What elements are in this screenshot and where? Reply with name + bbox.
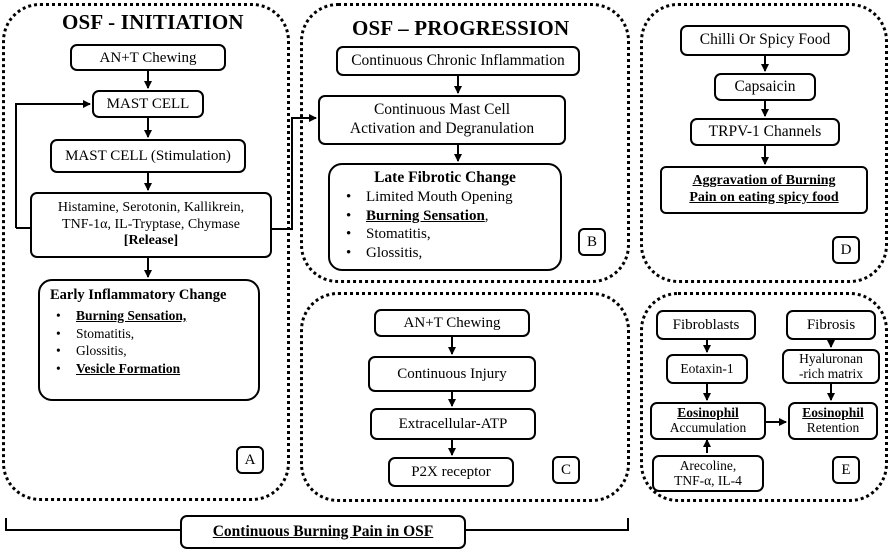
early-item-3: Glossitis, — [76, 343, 127, 359]
fibroblasts-box: Fibroblasts — [656, 310, 756, 340]
hyaluronan-box: Hyaluronan -rich matrix — [782, 349, 880, 384]
list-item: Glossitis, — [340, 244, 550, 263]
late-item-4: Glossitis, — [366, 244, 423, 261]
late-item-3: Stomatitis, — [366, 226, 431, 243]
mediators-release: [Release] — [123, 233, 179, 249]
trpv1-box: TRPV-1 Channels — [690, 118, 840, 146]
eosinophil-a-label: Eosinophil — [677, 405, 739, 421]
panel-b-title: OSF – PROGRESSION — [352, 16, 570, 40]
eosinophil-b-label: Eosinophil — [802, 405, 864, 421]
late-item-2-suffix: , — [484, 207, 489, 224]
late-item-1: Limited Mouth Opening — [366, 189, 513, 205]
aggravation-line-2: Pain on eating spicy food — [689, 190, 839, 205]
early-change-box: Early Inflammatory Change Burning Sensat… — [38, 279, 260, 401]
panel-c-letter: C — [552, 456, 580, 484]
late-change-title: Late Fibrotic Change — [374, 169, 516, 186]
capsaicin-box: Capsaicin — [714, 73, 816, 101]
eosinophil-retention-box: Eosinophil Retention — [788, 402, 878, 440]
early-item-4: Vesicle Formation — [76, 360, 181, 376]
mast-cell-stimulation-box: MAST CELL (Stimulation) — [50, 139, 246, 173]
panel-b — [300, 3, 630, 283]
chewing-box-a: AN+T Chewing — [70, 44, 226, 71]
continuous-injury-box: Continuous Injury — [368, 356, 536, 392]
mediators-line-2: TNF-1α, IL-Tryptase, Chymase — [62, 216, 240, 232]
chronic-inflammation-box: Continuous Chronic Inflammation — [336, 46, 580, 76]
panel-d-letter: D — [832, 236, 860, 264]
mediators-line-1: Histamine, Serotonin, Kallikrein, — [57, 199, 245, 215]
chewing-box-c: AN+T Chewing — [374, 309, 530, 337]
early-change-title: Early Inflammatory Change — [50, 287, 227, 303]
list-item: Limited Mouth Opening — [340, 188, 550, 207]
activation-line-1: Continuous Mast Cell — [373, 101, 511, 119]
fibrosis-box: Fibrosis — [786, 310, 876, 340]
hyaluronan-line-1: Hyaluronan — [799, 350, 863, 366]
mast-cell-box: MAST CELL — [92, 90, 204, 118]
list-item: Burning Sensation, — [340, 207, 550, 226]
panel-e-letter: E — [832, 456, 860, 484]
panel-a-title: OSF - INITIATION — [62, 10, 244, 34]
summary-label-box: Continuous Burning Pain in OSF — [180, 515, 466, 549]
mast-cell-activation-box: Continuous Mast Cell Activation and Degr… — [318, 95, 566, 145]
list-item: Burning Sensation, — [50, 307, 248, 325]
accumulation-label: Accumulation — [669, 420, 747, 435]
p2x-receptor-box: P2X receptor — [388, 457, 514, 487]
arecoline-line-2: TNF-α, IL-4 — [674, 472, 742, 488]
late-item-2: Burning Sensation — [366, 207, 485, 224]
eosinophil-accumulation-box: Eosinophil Accumulation — [650, 402, 766, 440]
panel-a-letter: A — [236, 446, 264, 474]
feedback-loop-arrow — [15, 100, 91, 228]
panel-e — [640, 292, 888, 502]
late-change-box: Late Fibrotic Change Limited Mouth Openi… — [328, 163, 562, 271]
arecoline-box: Arecoline, TNF-α, IL-4 — [652, 455, 764, 492]
mediators-release-box: Histamine, Serotonin, Kallikrein, TNF-1α… — [30, 192, 272, 258]
retention-label: Retention — [806, 420, 860, 435]
list-item: Stomatitis, — [340, 225, 550, 244]
panel-c — [300, 292, 630, 502]
panel-b-letter: B — [578, 228, 606, 256]
arecoline-line-1: Arecoline, — [679, 457, 737, 473]
early-item-1: Burning Sensation, — [76, 308, 187, 323]
list-item: Vesicle Formation — [50, 360, 248, 378]
panel-a — [2, 3, 290, 501]
arrow-a-to-b — [272, 114, 317, 230]
panel-d — [640, 3, 888, 283]
list-item: Stomatitis, — [50, 325, 248, 343]
eotaxin-box: Eotaxin-1 — [666, 354, 748, 384]
spicy-food-box: Chilli Or Spicy Food — [680, 25, 850, 56]
extracellular-atp-box: Extracellular-ATP — [370, 408, 536, 440]
early-item-2: Stomatitis, — [76, 325, 135, 341]
summary-label: Continuous Burning Pain in OSF — [212, 522, 434, 540]
early-change-list: Burning Sensation, Stomatitis, Glossitis… — [50, 307, 248, 377]
late-change-list: Limited Mouth Opening Burning Sensation,… — [340, 188, 550, 262]
aggravation-box: Aggravation of Burning Pain on eating sp… — [660, 166, 868, 214]
list-item: Glossitis, — [50, 342, 248, 360]
activation-line-2: Activation and Degranulation — [349, 120, 535, 137]
aggravation-line-1: Aggravation of Burning — [692, 173, 836, 189]
hyaluronan-line-2: -rich matrix — [798, 365, 864, 381]
